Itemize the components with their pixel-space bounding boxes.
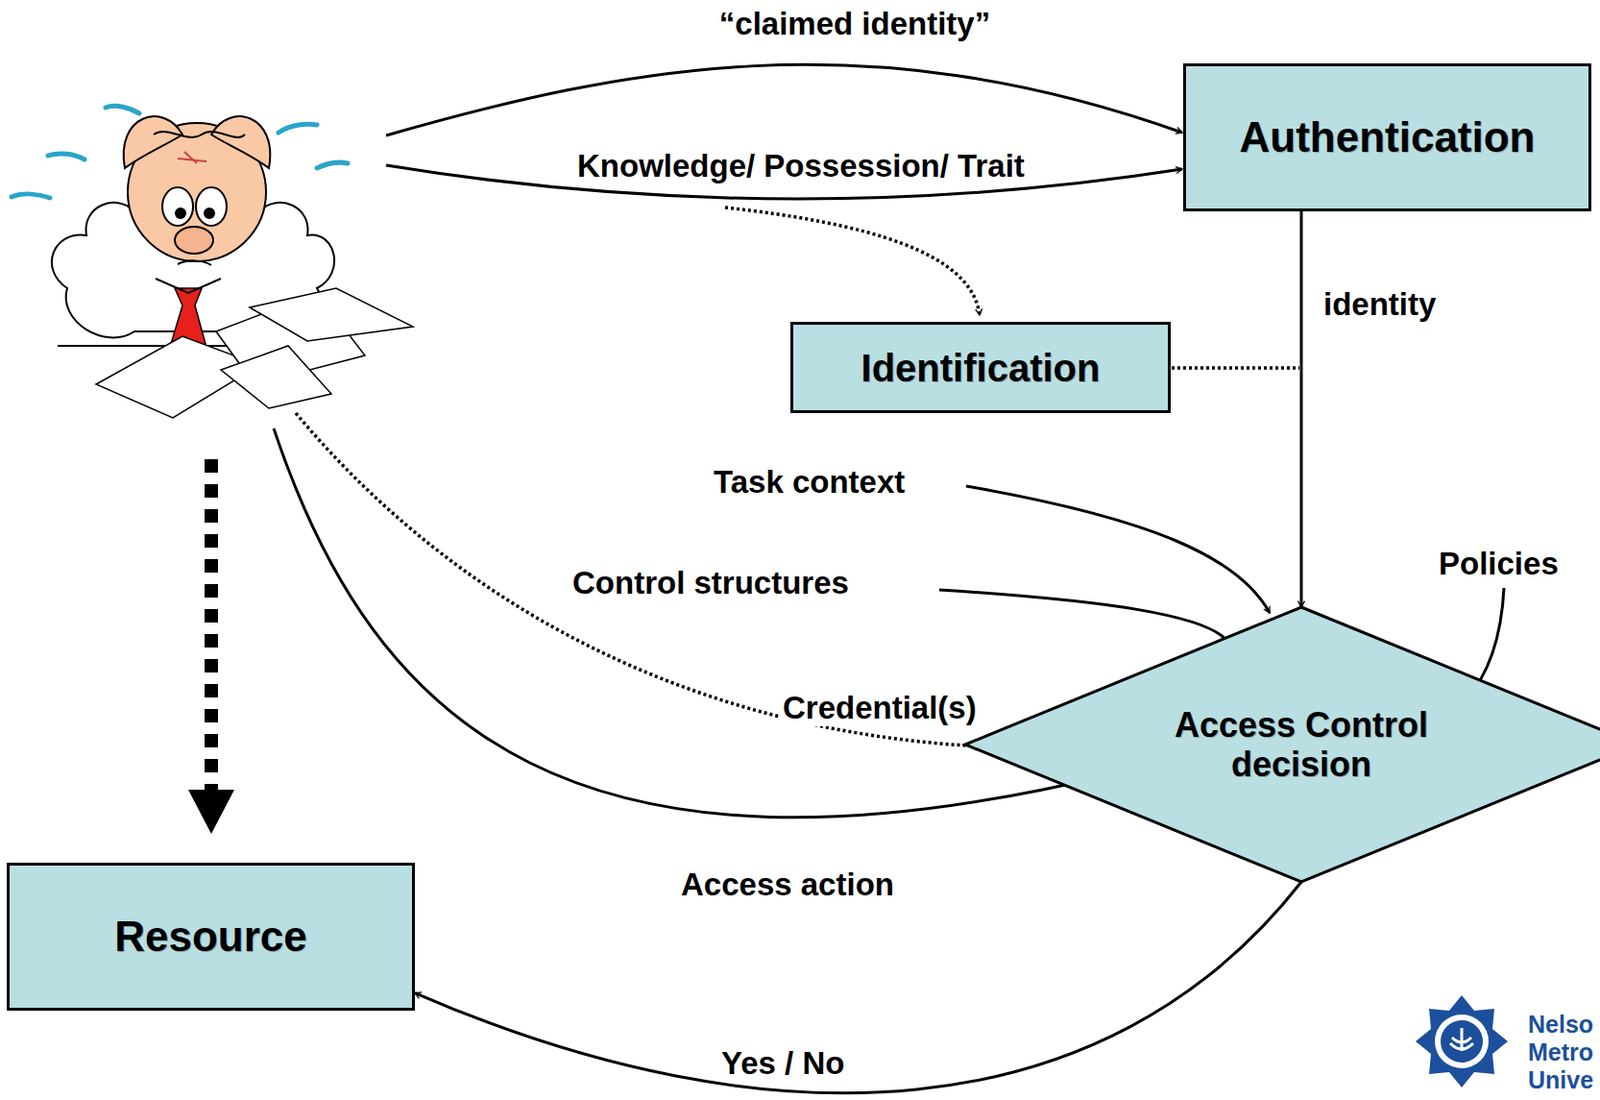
identification-dotted-arrow: [725, 207, 980, 316]
process-box: Identification: [790, 321, 1171, 413]
flow-label: “claimed identity”: [716, 5, 994, 43]
edge-label: identity: [1320, 286, 1439, 323]
connector: [1300, 211, 1304, 607]
edge-label: Yes / No: [718, 1044, 848, 1082]
credentials-dotted-arrow: [295, 412, 1062, 748]
node-text-group: Authentication: [1239, 113, 1536, 163]
university-logo: [1415, 994, 1508, 1088]
control-structures-arrow: [939, 589, 1230, 644]
node-label: Resource: [114, 912, 308, 962]
node-text-group: Identification: [861, 345, 1101, 390]
logo-text: Metro: [1527, 1038, 1594, 1067]
claimed-identity-arrow: [386, 64, 1183, 136]
node-label: Identification: [861, 345, 1101, 390]
connector: [414, 881, 1302, 1093]
access-action-arrow: [273, 428, 1113, 818]
node-label: Authentication: [1239, 113, 1536, 163]
decision-diamond: Access Control decision: [965, 606, 1600, 882]
dashed-arrow-head: [188, 789, 235, 834]
flow-label: Credential(s): [779, 689, 980, 727]
flow-label: Policies: [1435, 545, 1562, 582]
resource-box: Resource: [6, 862, 415, 1011]
node-label: Access Control decision: [1142, 704, 1460, 785]
logo-text: Unive: [1527, 1066, 1594, 1094]
flow-label: Access action: [678, 866, 897, 903]
flow-label: Task context: [710, 463, 908, 501]
identification-dotted-link: [1171, 365, 1300, 370]
process-box: Authentication: [1183, 63, 1592, 212]
worried-person: [11, 105, 413, 418]
logo-text: Nelso: [1527, 1010, 1594, 1039]
flow-label: Knowledge/ Possession/ Trait: [574, 147, 1032, 185]
node-text-group: Access Control decision: [1142, 704, 1460, 785]
node-text-group: Resource: [114, 912, 308, 962]
flow-label: Control structures: [569, 564, 852, 602]
dashed-access-arrow: [204, 459, 219, 790]
